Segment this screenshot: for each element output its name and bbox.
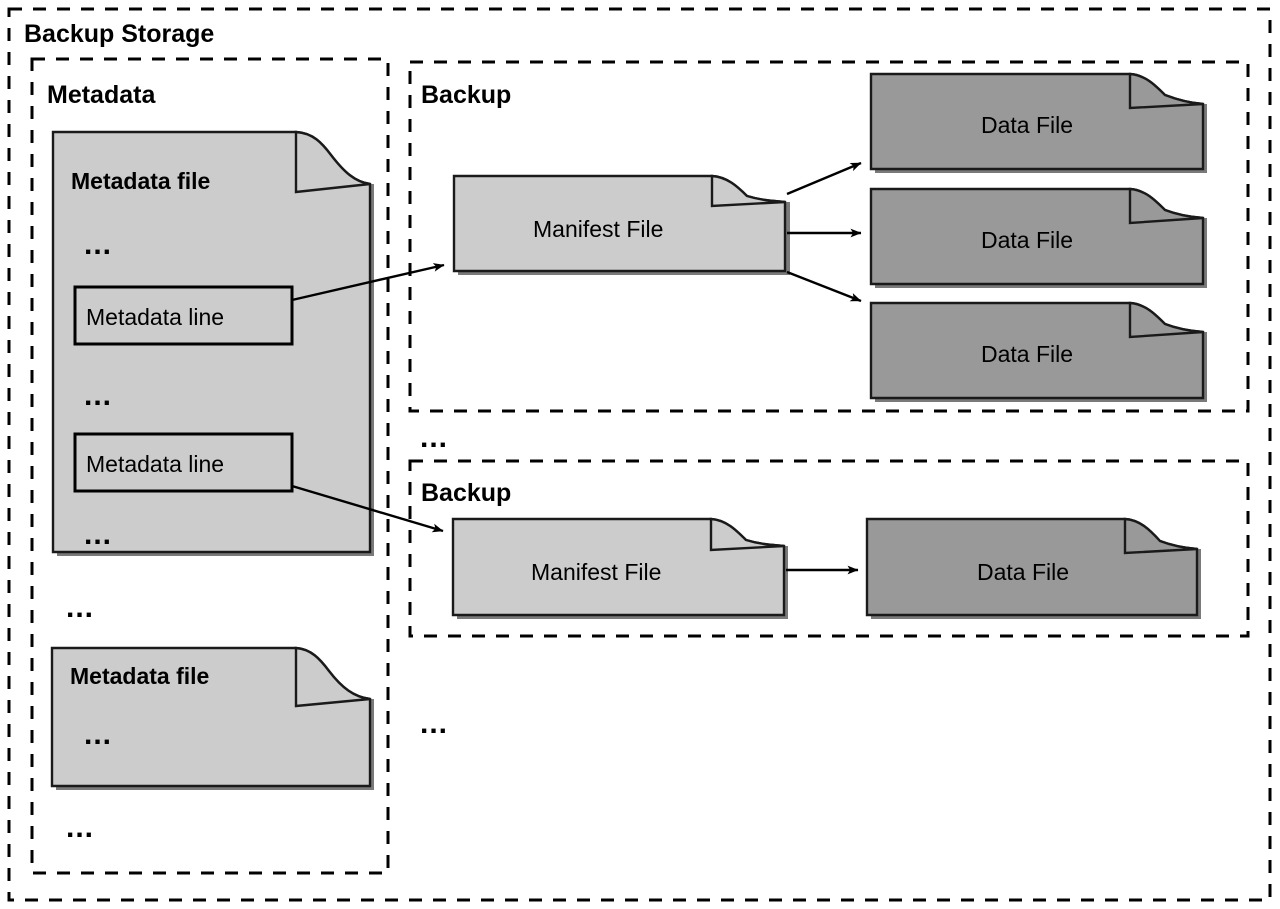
backup-1-label: Backup [421,81,511,109]
backup-2-label: Backup [421,479,511,507]
data-file-2-fold-icon [1128,187,1204,225]
manifest-file-2-fold-icon [709,517,785,552]
arrow-manifest-1-to-data-file-1 [786,161,862,196]
metadata-line-1-label: Metadata line [86,304,224,330]
metadata-line-1[interactable]: Metadata line [73,285,294,346]
data-file-1-label: Data File [981,112,1073,138]
metadata-file-1-ellipsis-top: ... [84,228,112,261]
metadata-trailing-ellipsis: ... [66,811,94,844]
backup-separator-ellipsis: ... [420,421,448,454]
data-file-4-label: Data File [977,559,1069,585]
metadata-container [30,57,390,875]
data-file-4[interactable]: Data File [865,517,1201,619]
metadata-file-2-title: Metadata file [70,663,209,689]
metadata-line-2-label: Metadata line [86,451,224,477]
metadata-file-1-title: Metadata file [71,168,210,194]
metadata-file-2-ellipsis: ... [84,718,112,751]
metadata-line-2-box [73,432,294,493]
arrow-metadata-line-2-to-manifest-2 [291,484,444,533]
metadata-file-1-ellipsis-middle: ... [84,379,112,412]
data-file-1[interactable]: Data File [869,72,1207,173]
metadata-file-2[interactable]: Metadata file ... [50,646,374,790]
data-file-3-label: Data File [981,341,1073,367]
metadata-container-label: Metadata [47,81,156,109]
metadata-line-1-box [73,285,294,346]
data-file-2[interactable]: Data File [869,187,1207,288]
metadata-line-2[interactable]: Metadata line [73,432,294,493]
metadata-files-separator-ellipsis: ... [66,591,94,624]
arrow-manifest-1-to-data-file-3 [786,270,862,303]
manifest-file-1-fold-icon [710,174,786,208]
manifest-file-2[interactable]: Manifest File [451,517,788,619]
backup-2-container [408,459,1250,638]
outer-container-backup-storage [7,7,1272,902]
metadata-file-1[interactable]: Metadata file ... Metadata line ... Meta… [51,130,374,556]
backup-trailing-ellipsis: ... [420,707,448,740]
data-file-2-label: Data File [981,227,1073,253]
data-file-3[interactable]: Data File [869,301,1207,402]
manifest-file-2-label: Manifest File [531,559,661,585]
arrow-metadata-line-1-to-manifest-1 [291,263,445,302]
manifest-file-1-label: Manifest File [533,216,663,242]
metadata-file-1-ellipsis-bottom: ... [84,518,112,551]
manifest-file-1[interactable]: Manifest File [452,174,790,275]
data-file-3-fold-icon [1128,301,1204,339]
data-file-1-fold-icon [1128,72,1204,110]
outer-container-label: Backup Storage [24,20,214,48]
backup-1-container [408,60,1250,413]
metadata-file-1-fold-icon [294,130,371,194]
data-file-4-fold-icon [1123,517,1198,555]
metadata-file-2-fold-icon [294,646,371,708]
